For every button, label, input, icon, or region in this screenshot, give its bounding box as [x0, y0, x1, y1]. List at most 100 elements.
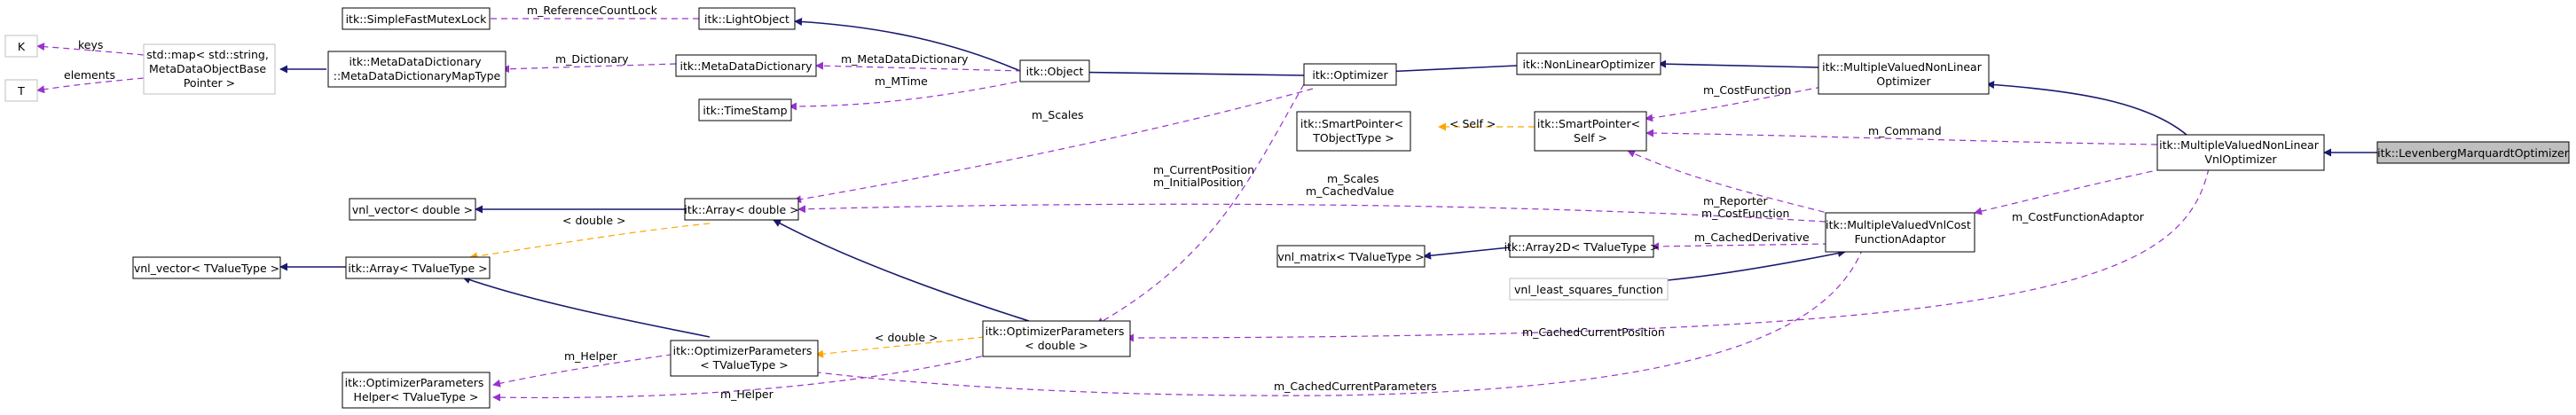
node-k: K [4, 35, 38, 58]
node-simplefastmutexlock[interactable]: itk::SimpleFastMutexLock [342, 7, 491, 30]
node-smartpointer-tobjecttype[interactable]: itk::SmartPointer< TObjectType > [1296, 111, 1411, 152]
edge-scalescached [797, 203, 1826, 223]
svg-text:itk::OptimizerParameters: itk::OptimizerParameters < double > [986, 325, 1128, 352]
svg-text:T: T [17, 84, 25, 98]
node-mvnonlinearvnloptimizer[interactable]: itk::MultipleValuedNonLinear VnlOptimize… [2156, 134, 2325, 171]
svg-text:itk::MetaDataDictionary: itk::MetaDataDictionary ::MetaDataDictio… [334, 55, 501, 82]
svg-text:vnl_least_squares_function: vnl_least_squares_function [1514, 283, 1663, 296]
node-optimizer[interactable]: itk::Optimizer [1303, 63, 1397, 86]
svg-text:vnl_vector< TValueType >: vnl_vector< TValueType > [134, 262, 279, 275]
node-array-tvaluetype[interactable]: itk::Array< TValueType > [345, 256, 491, 279]
node-vnl-least-squares-function[interactable]: vnl_least_squares_function [1509, 278, 1669, 301]
node-t: T [4, 79, 38, 102]
edge-arrayT-to-arraydouble [469, 223, 711, 261]
edge-cachedcurparams [803, 247, 1864, 396]
node-optimizerparameters-double[interactable]: itk::OptimizerParameters < double > [982, 320, 1131, 357]
node-lightobject[interactable]: itk::LightObject [698, 7, 796, 30]
svg-text:itk::TimeStamp: itk::TimeStamp [703, 104, 787, 117]
svg-text:itk::Array2D< TValueType >: itk::Array2D< TValueType > [1504, 240, 1660, 254]
edge-command [1645, 129, 2158, 145]
edge-label-scales-top: m_Scales [1032, 108, 1084, 121]
edge-reporter [1627, 150, 1846, 218]
node-mdd-maptype[interactable]: itk::MetaDataDictionary ::MetaDataDictio… [327, 51, 507, 88]
svg-text:std::map< std::string,: std::map< std::string, MetaDataObjectBas… [146, 48, 272, 90]
svg-text:itk::OptimizerParameters: itk::OptimizerParameters < TValueType > [673, 344, 816, 372]
edge-helper-bottom [492, 350, 1003, 402]
edge-keys [36, 43, 145, 56]
edge-label-self: < Self > [1449, 117, 1496, 130]
node-metadatadictionary[interactable]: itk::MetaDataDictionary [675, 54, 817, 77]
edge-label-double-arr: < double > [562, 214, 626, 227]
edge-label-cachedcurparams: m_CachedCurrentParameters [1274, 380, 1437, 393]
node-mvvnlcostfunctionadaptor[interactable]: itk::MultipleValuedVnlCost FunctionAdapt… [1825, 212, 1975, 253]
edge-mvnonlinear-to-mvvnl [1986, 81, 2187, 136]
svg-text:K: K [18, 40, 26, 53]
edge-costfunction [1645, 86, 1823, 122]
edge-object-to-optimizer [1053, 67, 1305, 76]
edge-dictionary [501, 63, 677, 74]
svg-text:itk::Array< double >: itk::Array< double > [684, 203, 798, 216]
edge-label-costfunction: m_CostFunction [1703, 83, 1791, 97]
node-mvnonlinearoptimizer[interactable]: itk::MultipleValuedNonLinear Optimizer [1818, 54, 1990, 95]
svg-text:itk::LightObject: itk::LightObject [704, 12, 789, 26]
node-array-double[interactable]: itk::Array< double > [684, 198, 799, 221]
edge-vnlmatrix-to-array2d [1423, 247, 1511, 260]
edge-optimizer-to-nonlinear [1383, 65, 1518, 76]
svg-text:itk::MultipleValuedNonLinear: itk::MultipleValuedNonLinear Optimizer [1822, 60, 1985, 88]
svg-text:itk::MultipleValuedNonLinear: itk::MultipleValuedNonLinear VnlOptimize… [2159, 138, 2322, 166]
svg-text:itk::SmartPointer< Sel: itk::SmartPointer< Self > [1537, 117, 1644, 145]
edge-cachedderiv [1651, 242, 1830, 251]
edge-label-refcount: m_ReferenceCountLock [527, 4, 658, 17]
node-vnl-matrix-tvaluetype[interactable]: vnl_matrix< TValueType > [1276, 245, 1425, 268]
edge-arrayT-to-optparamsT [462, 276, 711, 338]
svg-text:itk::Optimizer: itk::Optimizer [1312, 68, 1388, 82]
svg-text:itk::Array< TValueType >: itk::Array< TValueType > [348, 262, 487, 275]
edge-optparamsT-to-optparamsdouble [815, 336, 986, 358]
svg-text:vnl_matrix< TValueType >: vnl_matrix< TValueType > [1277, 250, 1424, 263]
edge-cachedcurpos [1126, 168, 2210, 342]
node-nonlinearoptimizer[interactable]: itk::NonLinearOptimizer [1516, 52, 1661, 75]
edge-nonlinear-to-mvnonlinear [1658, 59, 1819, 68]
edge-label-mtime: m_MTime [875, 74, 928, 88]
edge-label-elements: elements [64, 68, 115, 82]
edge-label-cachedderiv: m_CachedDerivative [1694, 231, 1810, 244]
edge-arraydouble-to-optparamsdouble [773, 219, 1030, 322]
edge-metadatadict [815, 61, 1023, 72]
edge-helper-top [492, 352, 684, 388]
svg-text:itk::MultipleValuedVnlCost: itk::MultipleValuedVnlCost FunctionAdapt… [1826, 218, 1975, 246]
node-vnl-vector-double[interactable]: vnl_vector< double > [349, 198, 476, 221]
edge-label-dictionary: m_Dictionary [555, 52, 629, 66]
node-vnl-vector-tvaluetype[interactable]: vnl_vector< TValueType > [132, 256, 281, 279]
svg-text:itk::SmartPointer< TOb: itk::SmartPointer< TObjectType > [1300, 117, 1407, 145]
svg-text:itk::OptimizerParameters: itk::OptimizerParameters Helper< TValueT… [345, 376, 488, 403]
edge-label-command: m_Command [1868, 124, 1942, 137]
edge-label-cachedcurpos: m_CachedCurrentPosition [1522, 325, 1665, 339]
edge-lightobject-to-object [794, 17, 1021, 72]
edge-label-keys: keys [78, 38, 103, 51]
svg-text:itk::LevenbergMarquardtOptimiz: itk::LevenbergMarquardtOptimizer [2377, 146, 2570, 160]
edge-label-helper-bottom: m_Helper [720, 388, 774, 401]
node-optimizerparametershelper[interactable]: itk::OptimizerParameters Helper< TValueT… [342, 372, 491, 409]
edge-label-helper-top: m_Helper [564, 349, 618, 363]
svg-text:itk::NonLinearOptimizer: itk::NonLinearOptimizer [1523, 58, 1656, 71]
node-levenbergmarquardtoptimizer[interactable]: itk::LevenbergMarquardtOptimizer [2376, 141, 2570, 164]
edge-mtime [789, 79, 1028, 111]
edge-label-double-op: < double > [875, 331, 939, 344]
edge-label-costfnadaptor: m_CostFunctionAdaptor [2012, 210, 2145, 223]
svg-text:itk::MetaDataDictionary: itk::MetaDataDictionary [679, 59, 813, 73]
edge-costfnadaptor [1974, 166, 2174, 215]
node-std-map[interactable]: std::map< std::string, MetaDataObjectBas… [143, 43, 276, 95]
svg-text:vnl_vector< double >: vnl_vector< double > [352, 203, 473, 216]
node-smartpointer-self[interactable]: itk::SmartPointer< Self > [1534, 111, 1647, 152]
svg-text:itk::SimpleFastMutexLock: itk::SimpleFastMutexLock [346, 12, 488, 26]
node-timestamp[interactable]: itk::TimeStamp [698, 98, 792, 121]
edge-label-metadatadict: m_MetaDataDictionary [841, 52, 969, 66]
edge-lsqfn-to-costadaptor [1667, 249, 1846, 281]
node-optimizerparameters-tvaluetype[interactable]: itk::OptimizerParameters < TValueType > [670, 340, 819, 377]
node-object[interactable]: itk::Object [1019, 59, 1090, 82]
node-array2d-tvaluetype[interactable]: itk::Array2D< TValueType > [1504, 235, 1660, 258]
